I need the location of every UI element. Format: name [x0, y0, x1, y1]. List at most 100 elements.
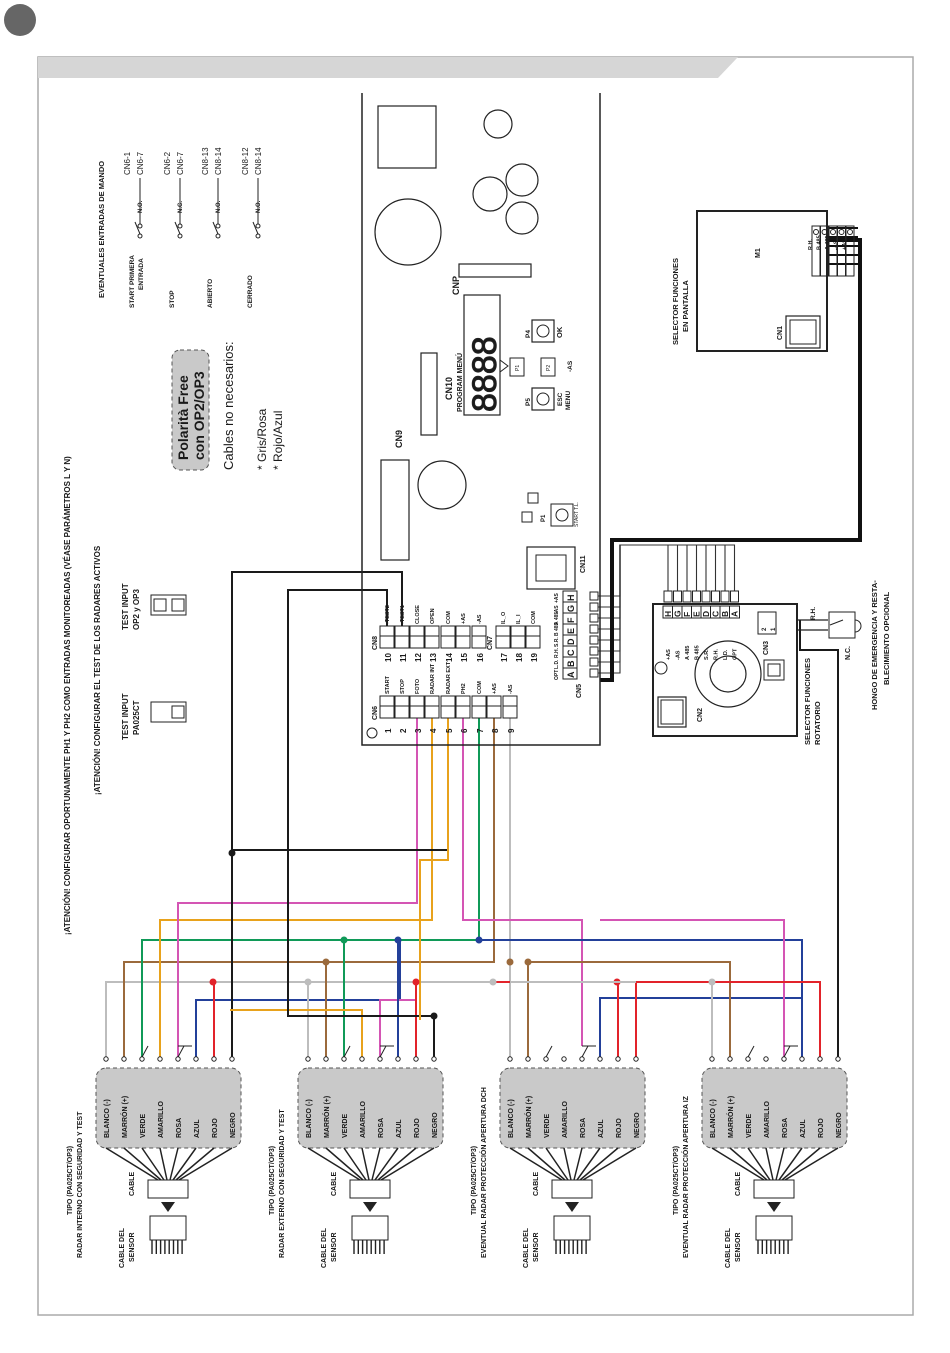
sensor-wire-name: MARRÓN (+) [120, 1096, 129, 1138]
sensor-terminal [633, 1056, 639, 1062]
rotary-letter: C [711, 611, 721, 617]
wire-layer [105, 227, 862, 1057]
sensor-contact [343, 1045, 351, 1058]
wire-junction [475, 936, 483, 944]
control-input-cn1: CN8-13 [201, 147, 210, 175]
sensor-wire-name: AMARILLO [360, 1101, 367, 1138]
sensor-bundle-wire [778, 1147, 803, 1181]
control-contact-terminal [215, 223, 221, 229]
sensor-terminal [597, 1056, 603, 1062]
cn7-pin-label: IL_I [516, 614, 522, 624]
sensor-title2: RADAR INTERNO CON SEGURIDAD Y TEST [77, 1111, 84, 1258]
cn6-pin-label: -AS [508, 684, 514, 694]
sensor-sensor-label: SENSOR [331, 1232, 338, 1262]
cn8-pin-label: CLOSE [415, 605, 421, 624]
sensor-wire-name: AZUL [194, 1119, 201, 1138]
sensor-terminal [377, 1056, 383, 1062]
cn8-terminal [379, 625, 395, 649]
wire-cn5-rotary [598, 544, 669, 597]
wire-rosa-s1 [177, 718, 418, 1057]
cn8-pin-number: 16 [476, 653, 485, 662]
rotary-pin-label: B 485 [695, 645, 701, 660]
cn6-terminal [455, 695, 471, 719]
rotary-letter: G [673, 610, 683, 617]
sensor-bundle-wire [175, 1147, 215, 1181]
sensor-wire-panel [499, 1067, 646, 1149]
rotary-terminal [711, 590, 720, 603]
sensor-bundle-wire [563, 1147, 572, 1181]
sensor-title1: TIPO (PA025CT/OP3) [471, 1146, 478, 1215]
cn5-terminal [589, 657, 599, 667]
cables-note-title: Cables no necesarios: [221, 341, 236, 470]
cn8-pin-label: COM [446, 611, 452, 624]
cn7-terminal [495, 625, 511, 649]
cn8-terminal [409, 625, 425, 649]
polarity-line1: Polarità Free [175, 375, 191, 460]
cn6-pin-number: 6 [460, 728, 469, 733]
sensor-connector [553, 1215, 591, 1241]
sensor-cable-label: CABLE [331, 1172, 338, 1196]
cables-note-line2: * Rojo/Azul [271, 411, 285, 470]
p1-circle-label: P1 [515, 365, 521, 371]
cn6-label: CN6 [372, 706, 379, 720]
sensor-wire-name: NEGRO [230, 1112, 237, 1138]
rotary-letter: A [730, 611, 740, 617]
sensor-contact [783, 1045, 791, 1058]
control-contact-terminal [137, 233, 143, 239]
cn9-label: CN9 [394, 430, 404, 448]
control-contact-switch [252, 221, 259, 235]
sensor-bundle-wire [361, 1147, 370, 1181]
sensor-cable-del-label: CABLE DEL [321, 1227, 328, 1268]
cn5-terminal [589, 624, 599, 634]
rotary-letter: E [692, 611, 702, 617]
sensor-terminal [103, 1056, 109, 1062]
cn5-terminal [589, 668, 599, 678]
emergency-nc: N.C. [845, 646, 852, 660]
cn5-terminal [589, 591, 599, 601]
sensor-terminal [139, 1056, 145, 1062]
control-input-label: STOP [169, 290, 176, 308]
sensor-terminal [323, 1056, 329, 1062]
sensor-wire-name: BLANCO (-) [508, 1099, 515, 1138]
cn6-pin-number: 1 [384, 728, 393, 733]
sensor-terminal [763, 1056, 769, 1062]
sensor-block: TIPO (PA025CT/OP3)EVENTUAL RADAR PROTECC… [471, 1045, 646, 1268]
sensor-wire-name: ROSA [378, 1118, 385, 1138]
cn5-pin-label: A 485 [554, 612, 560, 625]
cn3-label: CN3 [763, 641, 770, 655]
cn5-letter: C [566, 649, 576, 656]
display-terminal-screw [847, 229, 853, 235]
cn7-pin-label: IL_O [501, 611, 507, 624]
cn8-pin-label: OPEN [430, 608, 436, 624]
sensor-bundle-wire [711, 1147, 765, 1181]
sensor-wire-name: VERDE [746, 1114, 753, 1138]
control-contact-terminal [177, 223, 183, 229]
rotary-letter: B [720, 611, 730, 617]
sensor-wire-panel [95, 1067, 242, 1149]
attention-monitor-note: ¡ATENCIÓN! CONFIGURAR OPORTUNAMENTE PH1 … [63, 456, 72, 935]
wire-junction [506, 958, 514, 966]
sensor-terminal [543, 1056, 549, 1062]
rotary-terminal [692, 590, 701, 603]
sensor-title2: EVENTUAL RADAR PROTECCIÓN APERTURA DCH [479, 1087, 488, 1258]
sensor-terminal [395, 1056, 401, 1062]
cn6-pin-label: FOTO [415, 678, 421, 694]
cn6-terminal [379, 695, 395, 719]
wire-negro-s1 [231, 571, 403, 1057]
sensor-bundle-wire [169, 1147, 179, 1181]
wire-negro-s4 [799, 620, 839, 1057]
sensor-wire-name: MARRÓN (+) [524, 1096, 533, 1138]
sensor-wire-name: ROJO [818, 1118, 825, 1138]
wire-junction [430, 1012, 438, 1020]
cn6-pin-number: 3 [414, 728, 423, 733]
text-labels: ¡ATENCIÓN! CONFIGURAR OPORTUNAMENTE PH1 … [63, 161, 891, 935]
cables-note-line1: * Gris/Rosa [255, 408, 269, 470]
sensor-title2: EVENTUAL RADAR PROTECCIÓN APERTURA IZ [681, 1095, 690, 1258]
program-menu-label: PROGRAM MENÚ [455, 353, 464, 412]
esc-label: ESC [557, 392, 564, 406]
sensor-bundle-wire [729, 1147, 768, 1181]
sensor-arrow [767, 1202, 781, 1212]
cn11-label: CN11 [580, 555, 587, 573]
sensor-wire-name: MARRÓN (+) [726, 1096, 735, 1138]
